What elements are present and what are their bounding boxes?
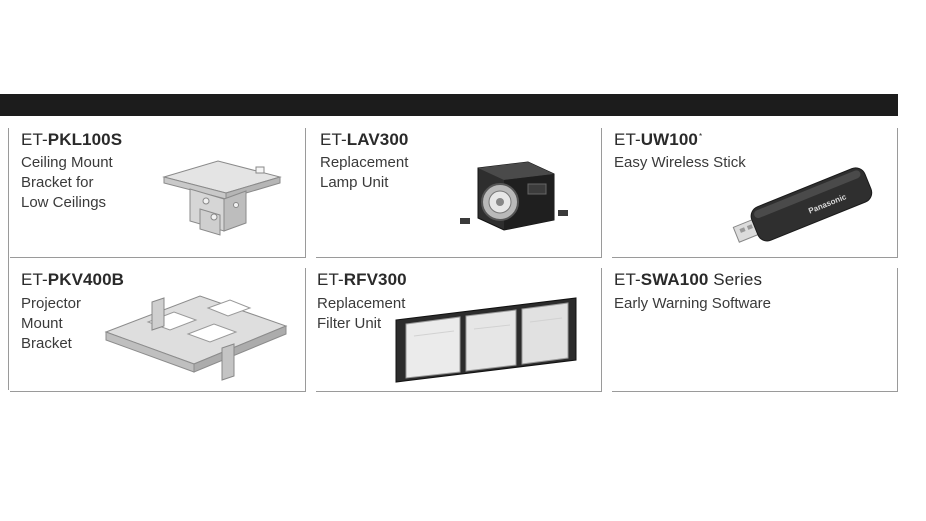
product-description: Replacement Lamp Unit — [320, 154, 409, 191]
lamp-unit-image — [460, 161, 568, 231]
product-card-lav300 — [316, 128, 602, 258]
product-model: ET-RFV300 — [317, 270, 407, 289]
product-card-swa100 — [612, 268, 898, 392]
product-model: ET-UW100* — [614, 130, 703, 149]
product-description: Easy Wireless Stick — [614, 154, 746, 171]
product-model: ET-LAV300 — [320, 130, 409, 149]
mount-bracket-image — [104, 295, 288, 381]
product-card-pkv400b — [10, 268, 306, 392]
left-divider — [8, 128, 9, 390]
product-model: ET-PKL100S — [21, 130, 123, 149]
header-bar — [0, 94, 898, 116]
usb-stick-image: Panasonic — [732, 167, 873, 243]
filter-unit-image — [395, 297, 577, 383]
product-description: Early Warning Software — [614, 295, 772, 312]
ceiling-bracket-image — [162, 160, 282, 236]
product-model: ET-PKV400B — [21, 270, 125, 289]
product-card-uw100 — [612, 128, 898, 258]
product-description: Ceiling Mount Bracket for Low Ceilings — [21, 154, 113, 211]
product-card-pkl100s — [10, 128, 306, 258]
product-card-rfv300 — [316, 268, 602, 392]
product-description: Replacement Filter Unit — [317, 295, 406, 332]
product-model: ET-SWA100 Series — [614, 270, 763, 289]
product-description: Projector Mount Bracket — [21, 295, 82, 352]
